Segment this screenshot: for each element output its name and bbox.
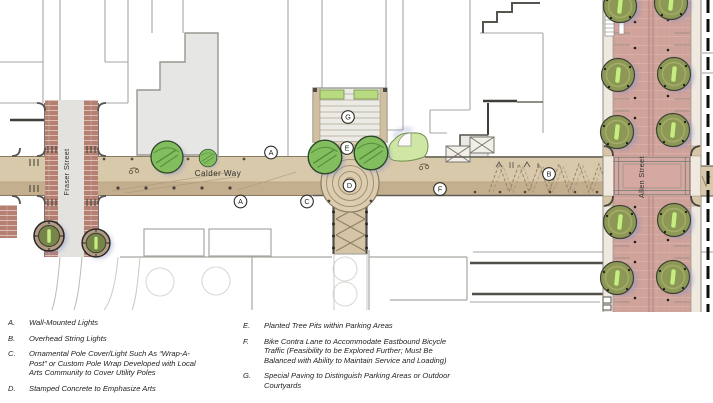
callout-letter: C [304, 197, 309, 206]
intersection-crosswalk-lines [613, 156, 691, 196]
callout-letter: A [238, 197, 243, 206]
callout-letter: G [345, 113, 351, 122]
building-outlines-north-dark [10, 2, 543, 135]
legend-item: B. Overhead String Lights [8, 334, 220, 344]
path-curves-southwest [103, 256, 141, 311]
outdoor-table-circles [145, 256, 358, 307]
walkway-edge [73, 256, 83, 311]
gray-building-footprint [136, 32, 219, 156]
crosswalk-ticks [29, 146, 96, 206]
legend-item-text: Bike Contra Lane to Accommodate Eastboun… [264, 336, 447, 365]
callout-marker-B: B [542, 167, 556, 181]
legend-item-text: Stamped Concrete to Emphasize Arts [29, 383, 156, 393]
intersection-surface [613, 156, 691, 196]
callout-marker-D: D [342, 178, 357, 193]
courtyard-post [383, 88, 387, 92]
road-pole-dots-bottom [116, 186, 599, 194]
legend-item-letter: F. [243, 336, 249, 346]
legend-item-letter: D. [8, 383, 16, 393]
callout-letter: F [438, 185, 443, 194]
legend-item-text: Ornamental Pole Cover/Light Such As “Wra… [29, 349, 196, 378]
courtyard-edge-band [379, 87, 388, 143]
legend-item-letter: A. [8, 318, 16, 327]
hedge-shadow [392, 127, 413, 138]
legend-item: E. Planted Tree Pits within Parking Area… [243, 321, 461, 331]
trellis-boxes [445, 136, 495, 163]
callout-marker-G: G [341, 110, 355, 124]
plaza-rings [326, 159, 374, 207]
callout-marker-A1: A [264, 145, 278, 160]
legend-item-text: Overhead String Lights [29, 333, 107, 343]
bike-marking-icon [128, 167, 140, 175]
curb-return-arcs [11, 102, 107, 205]
legend: A. Wall-Mounted Lights B. Overhead Strin… [0, 312, 713, 403]
brick-joints [0, 205, 17, 238]
walkway-edge [51, 256, 61, 311]
callout-letter: A [269, 148, 274, 157]
callout-letter: D [347, 181, 352, 190]
courtyard-post [313, 88, 317, 92]
brick-joints [45, 100, 58, 257]
allen-center-lines [648, 0, 654, 312]
legend-item-text: Special Paving to Distinguish Parking Ar… [264, 371, 450, 390]
callout-marker-C: C [300, 194, 314, 209]
road-curb-strip [0, 182, 604, 196]
intersection-box [622, 163, 682, 189]
special-paving-courtyard [312, 87, 388, 143]
callout-marker-A2: A [233, 194, 248, 209]
string-lights-zigzag [488, 162, 605, 194]
bike-marking-icon [418, 163, 430, 171]
loading-area-walls [470, 261, 606, 296]
awning-quarter [397, 132, 412, 147]
legend-column-left: A. Wall-Mounted Lights B. Overhead Strin… [8, 318, 220, 400]
callout-marker-F: F [433, 182, 447, 196]
legend-item-letter: E. [243, 321, 251, 330]
callout-letter: E [345, 144, 350, 153]
street-label-fraser-street: Fraser Street [62, 148, 71, 195]
legend-item: F. Bike Contra Lane to Accommodate Eastb… [243, 337, 461, 366]
fraser-street [0, 100, 107, 311]
legend-item-letter: B. [8, 333, 16, 343]
callout-marker-E: E [340, 141, 354, 155]
legend-item-text: Planted Tree Pits within Parking Areas [264, 321, 393, 330]
building-outlines-south [120, 228, 604, 310]
courtyard-edge-band [312, 87, 321, 143]
street-label-calder-way: Calder Way [195, 169, 242, 178]
curb-return-arcs [603, 145, 701, 207]
road-edge-tick-glyphs [495, 161, 539, 168]
legend-item-text: Wall-Mounted Lights [29, 318, 99, 327]
legend-item-letter: G. [243, 371, 252, 381]
legend-item: D. Stamped Concrete to Emphasize Arts [8, 384, 220, 394]
legend-item: A. Wall-Mounted Lights [8, 318, 220, 328]
site-plan-map: Calder Way Fraser Street Allen Street A … [0, 0, 713, 312]
brick-joints [84, 100, 98, 257]
legend-item: G. Special Paving to Distinguish Parking… [243, 371, 461, 390]
hedge-planting [388, 127, 429, 162]
courtyard-planter [353, 89, 379, 100]
courtyard-planter [319, 89, 345, 100]
parking-stall-ticks [614, 32, 690, 303]
legend-column-right: E. Planted Tree Pits within Parking Area… [243, 321, 461, 397]
legend-item: C. Ornamental Pole Cover/Light Such As “… [8, 349, 220, 378]
callout-letter: B [547, 170, 552, 179]
street-label-allen-street: Allen Street [637, 156, 646, 198]
south-alley [332, 196, 368, 310]
legend-item-letter: C. [8, 349, 16, 359]
